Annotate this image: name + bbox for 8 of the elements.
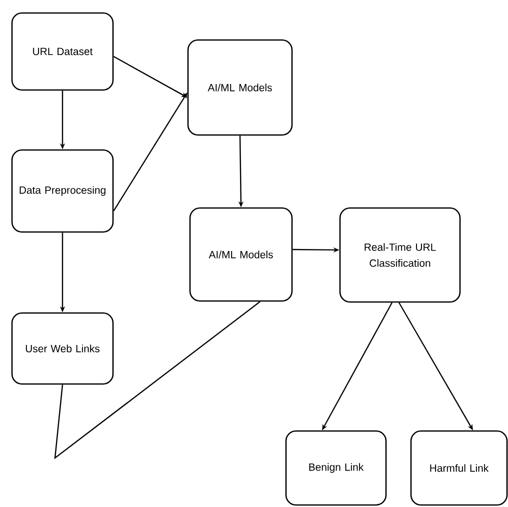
- process-box: URL Dataset: [11, 12, 114, 91]
- process-box: AI/ML Models: [187, 39, 293, 136]
- process-box: Benign Link: [285, 430, 387, 506]
- process-box: Data Preprocesing: [11, 149, 114, 233]
- process-box: Harmful Link: [410, 430, 508, 506]
- process-box: Real-Time URL Classification: [339, 207, 461, 303]
- process-box: User Web Links: [11, 312, 114, 385]
- process-box: AI/ML Models: [189, 207, 293, 302]
